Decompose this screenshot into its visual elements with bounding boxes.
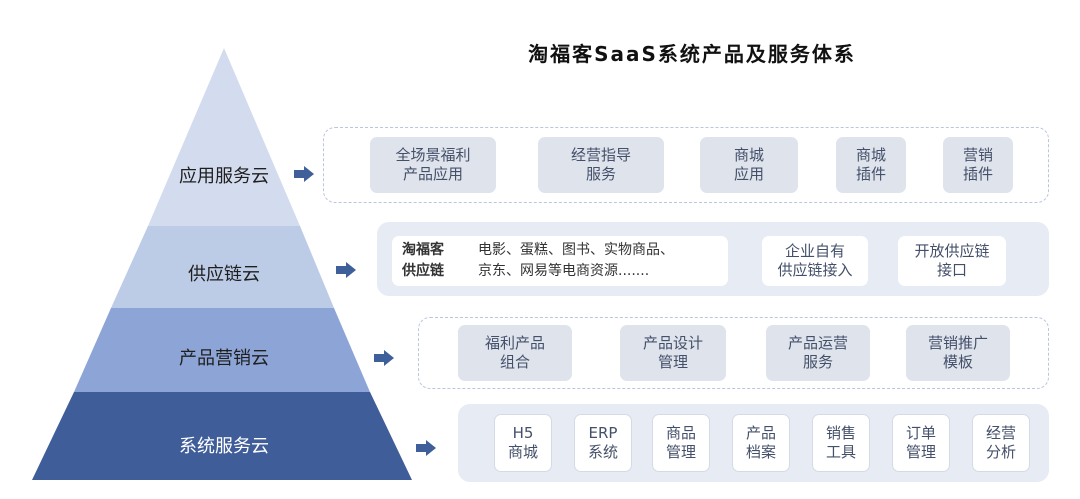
pyramid-tier-application [148,48,300,226]
app-item-scenario-welfare: 全场景福利 产品应用 [370,137,496,193]
app-item-mall-plugin: 商城 插件 [836,137,906,193]
system-item-sales-tools: 销售 工具 [812,414,870,472]
supply-own-label-line1: 淘福客 [402,242,444,258]
system-item-erp: ERP 系统 [574,414,632,472]
tier-label-marketing: 产品营销云 [179,348,269,369]
arrow-right-icon [374,350,394,366]
tier-label-system: 系统服务云 [179,436,269,457]
app-item-operation-guidance: 经营指导 服务 [538,137,664,193]
app-item-mall-application: 商城 应用 [700,137,798,193]
supply-own-label-line2: 供应链 [402,263,444,279]
supply-item-open-interface: 开放供应链 接口 [898,236,1006,286]
marketing-item-promotion-template: 营销推广 模板 [906,325,1010,381]
system-item-order-management: 订单 管理 [892,414,950,472]
marketing-item-design-management: 产品设计 管理 [620,325,726,381]
supply-item-enterprise-own: 企业自有 供应链接入 [762,236,868,286]
arrow-right-icon [294,166,314,182]
app-item-marketing-plugin: 营销 插件 [943,137,1013,193]
system-item-goods-management: 商品 管理 [652,414,710,472]
supply-own-desc-line2: 京东、网易等电商资源....... [478,263,650,279]
tier-label-supply-chain: 供应链云 [188,264,260,285]
arrow-right-icon [336,262,356,278]
marketing-item-welfare-combo: 福利产品 组合 [458,325,572,381]
pyramid-tier-system [32,392,412,480]
system-item-product-archive: 产品 档案 [732,414,790,472]
marketing-item-operation-service: 产品运营 服务 [766,325,870,381]
diagram-title: 淘福客SaaS系统产品及服务体系 [528,42,856,66]
system-item-business-analysis: 经营 分析 [972,414,1030,472]
arrow-right-icon [416,440,436,456]
tier-label-application: 应用服务云 [179,166,269,187]
system-item-h5-mall: H5 商城 [494,414,552,472]
supply-item-taofuke-own [392,236,728,286]
pyramid-tier-supply-chain [111,226,334,308]
supply-own-desc-line1: 电影、蛋糕、图书、实物商品、 [478,242,674,258]
pyramid-tier-marketing [74,308,370,392]
